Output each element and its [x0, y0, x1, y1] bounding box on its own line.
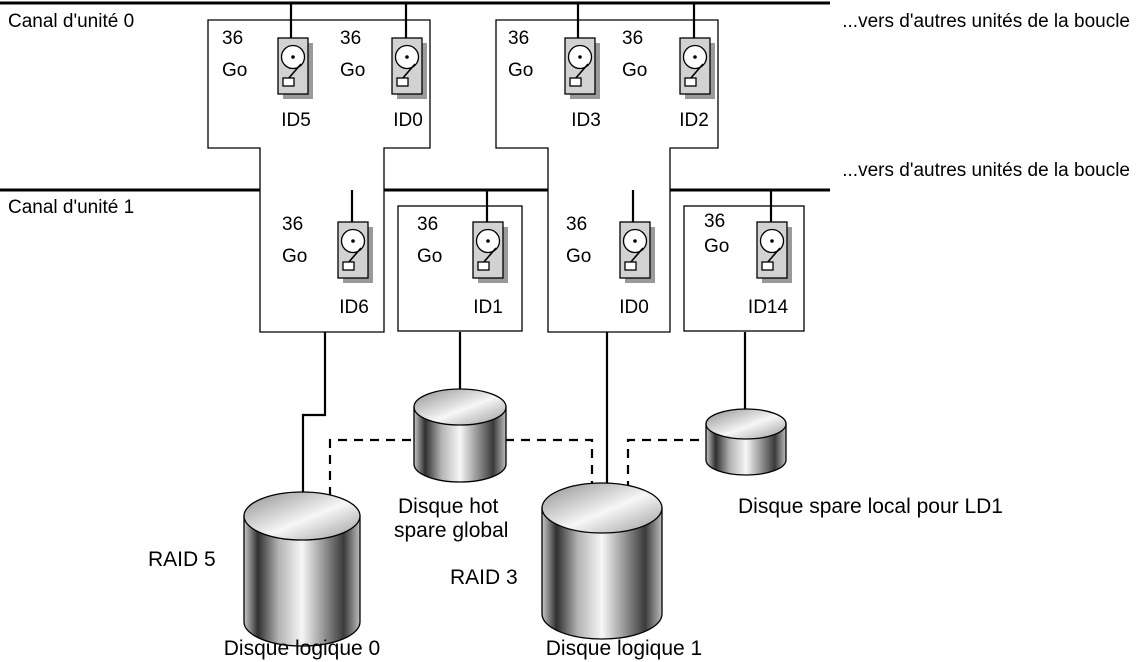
raid-level-label: RAID 3 [450, 566, 518, 589]
hard-disk-icon [277, 37, 314, 100]
enclosure-top-right [495, 19, 719, 333]
disk-cylinder-icon [413, 388, 507, 483]
logical-disk-0-label: Disque logique 0 [224, 637, 380, 660]
disk-size: 36 [566, 214, 587, 235]
disk-unit: Go [282, 246, 307, 267]
disk-size: 36 [340, 28, 361, 49]
channel-0-label: Canal d'unité 0 [8, 11, 134, 32]
hard-disk-icon [391, 37, 428, 100]
global-spare-label: spare global [394, 519, 508, 542]
disk-unit: Go [417, 246, 442, 267]
hard-disk-icon [756, 221, 793, 284]
hard-disk-icon [472, 221, 509, 284]
hard-disk-icon [619, 221, 656, 284]
disk-unit: Go [566, 246, 591, 267]
disk-size: 36 [508, 28, 529, 49]
disk-cylinder-icon [705, 408, 787, 476]
disk-unit: Go [704, 236, 729, 257]
enclosure-top-left [207, 19, 431, 333]
disk-size: 36 [417, 214, 438, 235]
disk-id: ID5 [281, 110, 311, 131]
local-spare-label: Disque spare local pour LD1 [738, 495, 1003, 518]
disk-id: ID14 [748, 297, 789, 318]
disk-id: ID6 [339, 297, 369, 318]
hard-disk-icon [337, 221, 374, 284]
hard-disk-icon [564, 37, 601, 100]
disk-unit: Go [340, 60, 365, 81]
hard-disk-icon [679, 37, 716, 100]
logical-disk-1-label: Disque logique 1 [546, 637, 702, 660]
raid-level-label: RAID 5 [148, 548, 216, 571]
disk-id: ID0 [393, 110, 423, 131]
disk-id: ID1 [473, 297, 503, 318]
disk-cylinder-icon [541, 482, 663, 640]
disk-size: 36 [704, 211, 725, 232]
loop-label-mid: ...vers d'autres unités de la boucle [842, 160, 1130, 181]
channel-1-label: Canal d'unité 1 [8, 197, 134, 218]
disk-id: ID0 [619, 297, 649, 318]
loop-label-top: ...vers d'autres unités de la boucle [842, 11, 1130, 32]
disk-unit: Go [622, 60, 647, 81]
disk-size: 36 [222, 28, 243, 49]
disk-cylinder-icon [243, 491, 361, 647]
disk-id: ID3 [571, 110, 601, 131]
global-spare-label: Disque hot [398, 495, 499, 518]
disk-id: ID2 [679, 110, 709, 131]
disk-unit: Go [222, 60, 247, 81]
disk-size: 36 [282, 214, 303, 235]
disk-unit: Go [508, 60, 533, 81]
disk-size: 36 [622, 28, 643, 49]
